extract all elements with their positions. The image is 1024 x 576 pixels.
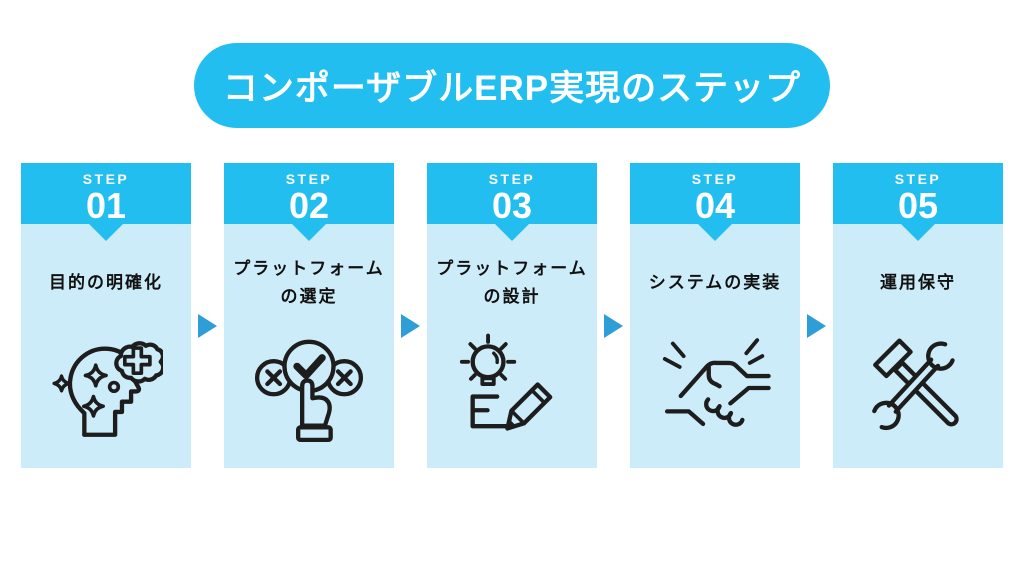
step-card-02: STEP 02 プラットフォーム の選定 [224,163,394,468]
step-label: STEP [488,171,536,187]
header-notch [901,224,935,241]
step-number: 03 [491,185,533,226]
step-number: 04 [694,185,736,226]
hammer-wrench-icon [872,338,959,430]
step-04-body: システムの実装 [630,224,800,468]
step-number: 05 [897,185,939,226]
step-05-body: 運用保守 [833,224,1003,468]
step-02-header: STEP 02 [224,163,394,241]
step-01-header: STEP 01 [21,163,191,241]
handshake-icon [662,338,771,427]
next-step-arrow [807,314,826,338]
step-05-header: STEP 05 [833,163,1003,241]
step-card-01: STEP 01 目的の明確化 [21,163,191,468]
next-step-arrow [198,314,217,338]
step-card-03: STEP 03 プラットフォーム の設計 [427,163,597,468]
header-notch [698,224,732,241]
step-title: 運用保守 [880,272,956,292]
header-notch [495,224,529,241]
step-04-header: STEP 04 [630,163,800,241]
steps-row: STEP 01 目的の明確化 [21,163,1003,468]
step-03-header: STEP 03 [427,163,597,241]
step-01-body: 目的の明確化 [21,224,191,468]
step-card-04: STEP 04 システムの実装 [630,163,800,468]
page-title: コンポーザブルERP実現のステップ [222,69,802,108]
step-label: STEP [691,171,739,187]
next-step-arrow [401,314,420,338]
step-title: プラットフォーム の設計 [436,258,588,306]
step-title: プラットフォーム の選定 [233,258,385,306]
bulb-pencil-icon [459,333,553,431]
step-02-body: プラットフォーム の選定 [224,224,394,468]
step-card-05: STEP 05 運用保守 [833,163,1003,468]
step-label: STEP [894,171,942,187]
step-label: STEP [82,171,130,187]
step-number: 01 [85,185,127,226]
choice-check-icon [254,339,364,443]
step-03-body: プラットフォーム の設計 [427,224,597,468]
title-banner: コンポーザブルERP実現のステップ [194,43,830,128]
step-number: 02 [288,185,330,226]
step-title: 目的の明確化 [49,272,163,292]
header-notch [89,224,123,241]
head-idea-icon [52,341,163,437]
step-label: STEP [285,171,333,187]
header-notch [292,224,326,241]
next-step-arrow [604,314,623,338]
step-title: システムの実装 [648,272,782,292]
